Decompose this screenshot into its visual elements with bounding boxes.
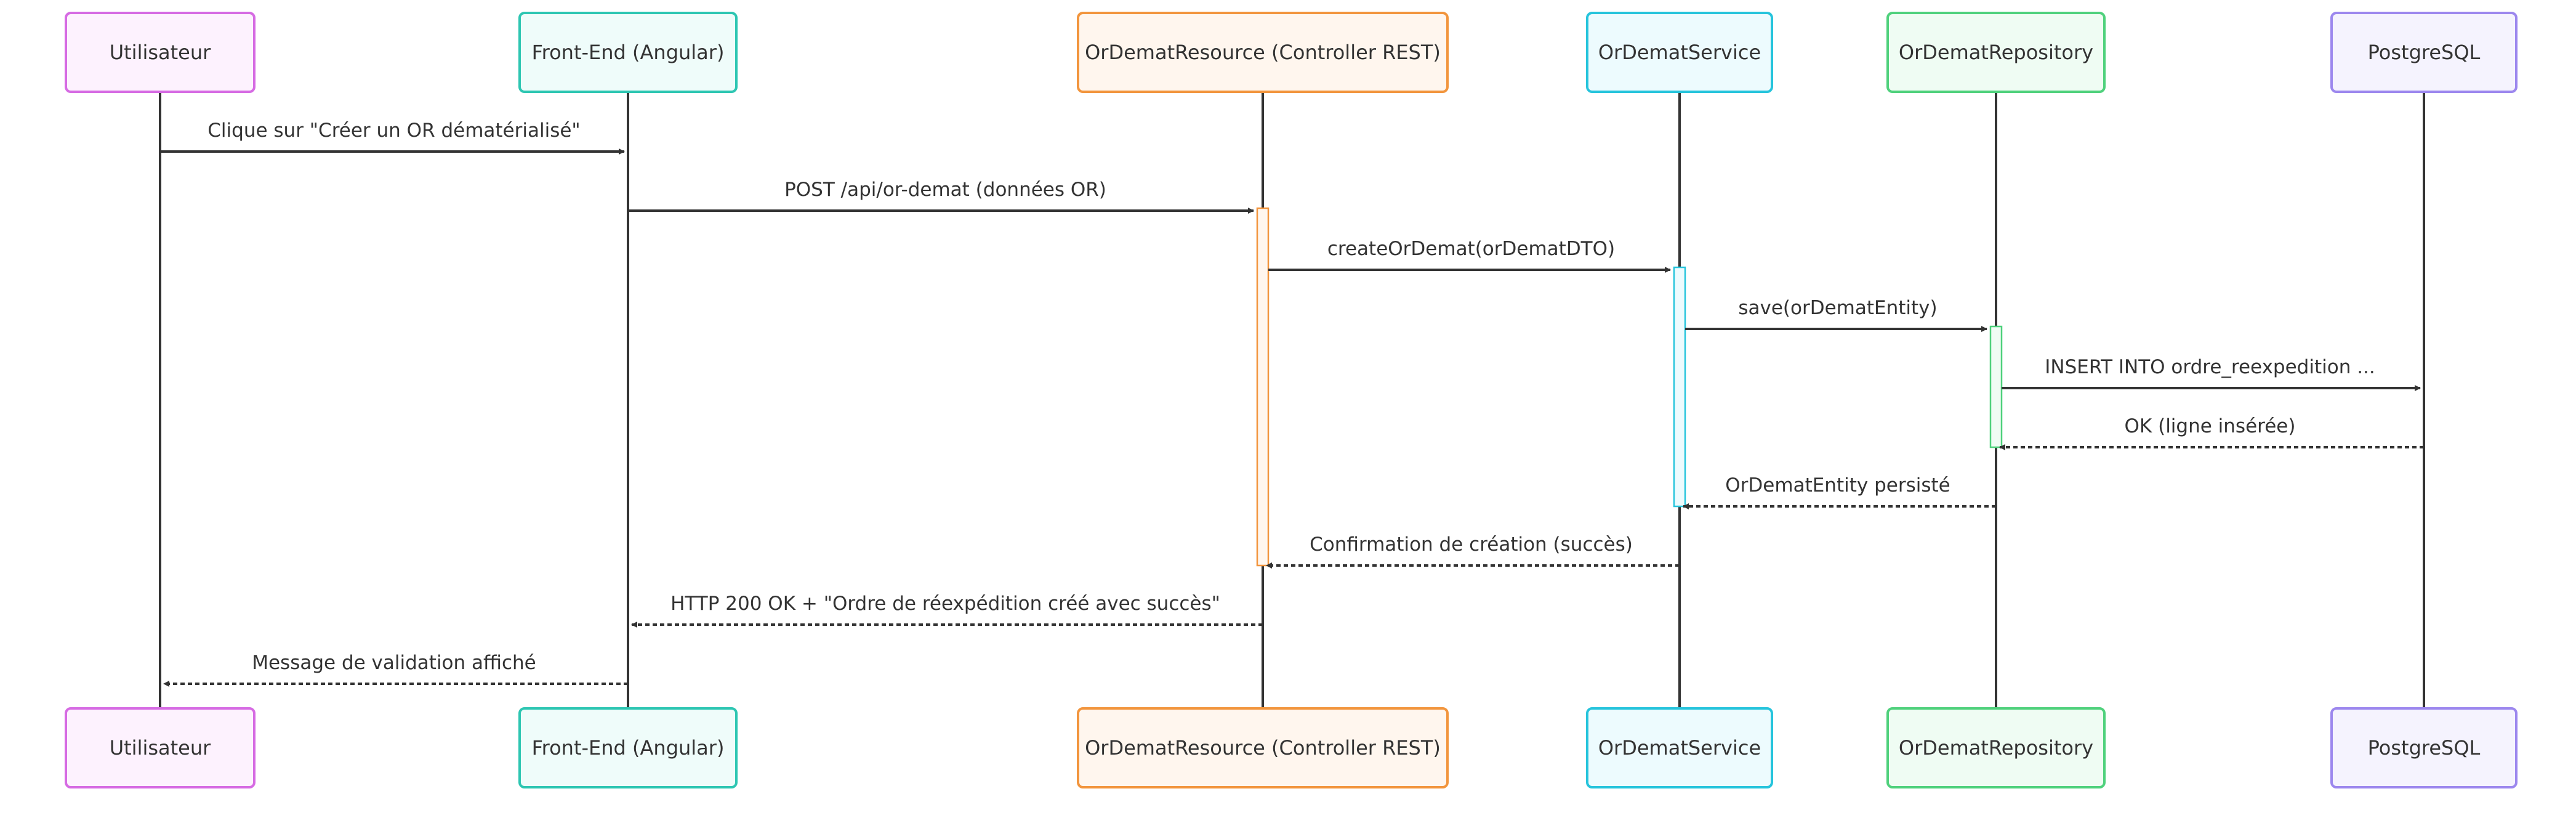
participant-label: PostgreSQL bbox=[2368, 736, 2481, 760]
participant-repository-bottom: OrDematRepository bbox=[1886, 707, 2106, 788]
participant-resource-top: OrDematResource (Controller REST) bbox=[1077, 12, 1449, 93]
participant-user-top: Utilisateur bbox=[65, 12, 256, 93]
participants-bottom: Utilisateur Front-End (Angular) OrDematRes… bbox=[65, 707, 2518, 788]
participant-label: OrDematRepository bbox=[1899, 41, 2093, 64]
participant-resource-bottom: OrDematResource (Controller REST) bbox=[1077, 707, 1449, 788]
participant-box bbox=[2330, 12, 2518, 93]
message-label: Clique sur "Créer un OR dématérialisé" bbox=[207, 120, 580, 142]
participant-box bbox=[1077, 12, 1449, 93]
message-3: createOrDemat(orDematDTO) bbox=[1268, 238, 1671, 273]
message-label: Message de validation affiché bbox=[252, 652, 536, 674]
participant-box bbox=[1077, 707, 1449, 788]
participant-box bbox=[2330, 707, 2518, 788]
participant-box bbox=[65, 707, 256, 788]
message-2: POST /api/or-demat (données OR) bbox=[628, 179, 1254, 214]
message-label: INSERT INTO ordre_reexpedition ... bbox=[2045, 356, 2375, 378]
participants-top: Utilisateur Front-End (Angular) OrDematRes… bbox=[65, 12, 2518, 93]
participant-label: Front-End (Angular) bbox=[532, 41, 725, 64]
message-4: save(orDematEntity) bbox=[1685, 297, 1987, 332]
participant-label: Front-End (Angular) bbox=[532, 736, 725, 760]
participant-box bbox=[65, 12, 256, 93]
message-label: POST /api/or-demat (données OR) bbox=[784, 179, 1106, 201]
message-6: OK (ligne insérée) bbox=[1999, 415, 2424, 450]
activation-bars bbox=[1256, 207, 2003, 567]
message-label: OrDematEntity persisté bbox=[1725, 474, 1950, 497]
participant-box bbox=[1886, 12, 2106, 93]
participant-label: OrDematResource (Controller REST) bbox=[1085, 41, 1441, 64]
participant-box bbox=[518, 707, 738, 788]
participant-db-top: PostgreSQL bbox=[2330, 12, 2518, 93]
messages: Clique sur "Créer un OR dématérialisé" PO… bbox=[160, 120, 2424, 687]
message-5: INSERT INTO ordre_reexpedition ... bbox=[2002, 356, 2421, 391]
message-label: createOrDemat(orDematDTO) bbox=[1327, 238, 1615, 260]
participant-front-top: Front-End (Angular) bbox=[518, 12, 738, 93]
message-label: HTTP 200 OK + "Ordre de réexpédition cré… bbox=[670, 593, 1220, 615]
participant-label: OrDematService bbox=[1598, 41, 1761, 64]
message-8: Confirmation de création (succès) bbox=[1266, 533, 1680, 569]
participant-service-top: OrDematService bbox=[1586, 12, 1773, 93]
participant-box bbox=[518, 12, 738, 93]
participant-box bbox=[1586, 12, 1773, 93]
participant-repository-top: OrDematRepository bbox=[1886, 12, 2106, 93]
participant-label: Utilisateur bbox=[110, 41, 211, 64]
participant-label: OrDematResource (Controller REST) bbox=[1085, 736, 1441, 760]
participant-label: OrDematService bbox=[1598, 736, 1761, 760]
participant-user-bottom: Utilisateur bbox=[65, 707, 256, 788]
message-label: Confirmation de création (succès) bbox=[1310, 533, 1633, 556]
message-10: Message de validation affiché bbox=[163, 652, 628, 687]
participant-box bbox=[1886, 707, 2106, 788]
activation-bar-repository bbox=[1989, 325, 2003, 448]
participant-label: Utilisateur bbox=[110, 736, 211, 760]
participant-box bbox=[1586, 707, 1773, 788]
participant-db-bottom: PostgreSQL bbox=[2330, 707, 2518, 788]
participant-label: PostgreSQL bbox=[2368, 41, 2481, 64]
activation-bar-service bbox=[1673, 266, 1686, 508]
message-7: OrDematEntity persisté bbox=[1683, 474, 1996, 509]
activation-bar-resource bbox=[1256, 207, 1270, 567]
participant-service-bottom: OrDematService bbox=[1586, 707, 1773, 788]
message-9: HTTP 200 OK + "Ordre de réexpédition cré… bbox=[631, 593, 1263, 628]
participant-front-bottom: Front-End (Angular) bbox=[518, 707, 738, 788]
lifelines bbox=[159, 92, 2425, 708]
message-1: Clique sur "Créer un OR dématérialisé" bbox=[160, 120, 625, 155]
message-label: OK (ligne insérée) bbox=[2125, 415, 2296, 437]
participant-label: OrDematRepository bbox=[1899, 736, 2093, 760]
message-label: save(orDematEntity) bbox=[1738, 297, 1937, 319]
